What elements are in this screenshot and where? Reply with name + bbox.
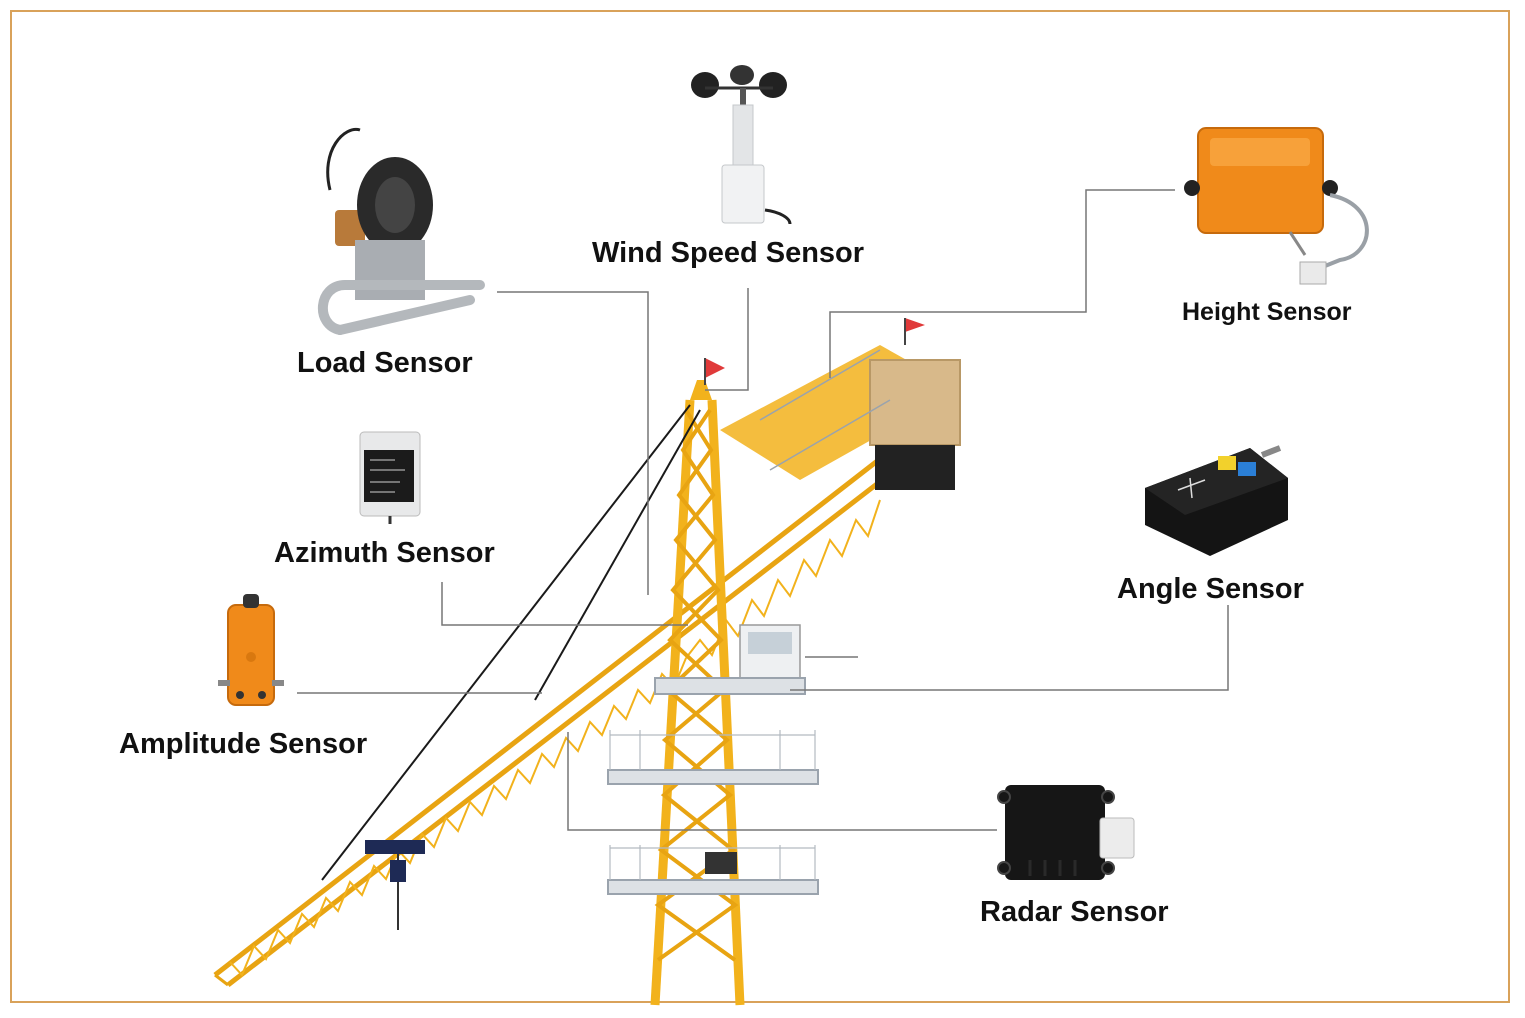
angle-sensor-icon — [1145, 445, 1288, 556]
diagram-frame — [10, 10, 1510, 1003]
radar-sensor-label: Radar Sensor — [980, 896, 1169, 928]
wind-speed-sensor-icon — [691, 65, 792, 225]
load-sensor-icon — [318, 127, 485, 335]
height-sensor-icon — [1184, 127, 1369, 285]
leader-lines — [297, 189, 1229, 831]
tower-crane-illustration — [213, 318, 961, 1006]
azimuth-sensor-icon — [359, 431, 421, 524]
height-sensor-label: Height Sensor — [1182, 298, 1352, 326]
angle-sensor-label: Angle Sensor — [1117, 573, 1304, 605]
wind-speed-sensor-label: Wind Speed Sensor — [592, 237, 865, 269]
azimuth-sensor-label: Azimuth Sensor — [274, 537, 495, 569]
radar-sensor-icon — [997, 785, 1135, 880]
load-sensor-label: Load Sensor — [297, 347, 473, 379]
amplitude-sensor-label: Amplitude Sensor — [119, 728, 368, 760]
amplitude-sensor-icon — [218, 594, 284, 706]
